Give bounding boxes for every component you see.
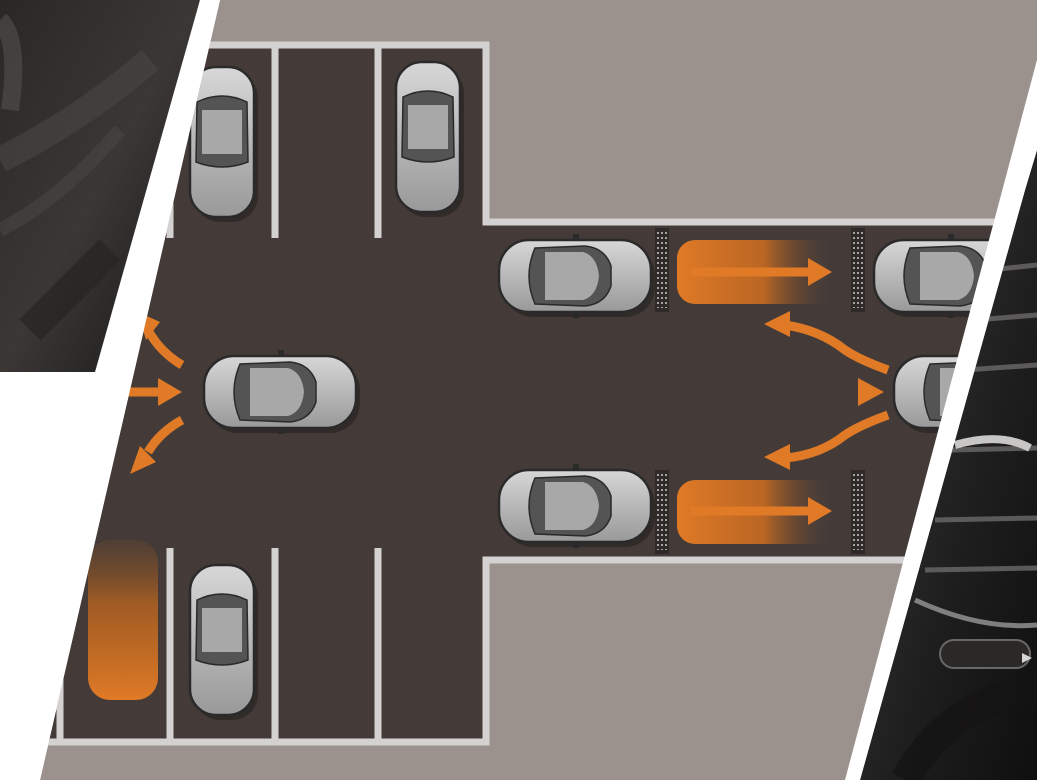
parking-bay-line [56,45,382,742]
car-icon [497,232,657,320]
arrow-icon [784,320,890,463]
car-icon [394,60,466,219]
arrow-icon [545,378,884,406]
steering-wheel-interior-photo [0,0,200,372]
highlight-zone [88,540,158,700]
car-icon [188,563,260,722]
arrow-icon [690,258,832,286]
arrow-icon [690,497,832,525]
car-icon [188,65,260,224]
air-vent-interior-photo [778,150,1037,780]
car-icon [202,348,362,436]
car-icon [497,462,657,550]
